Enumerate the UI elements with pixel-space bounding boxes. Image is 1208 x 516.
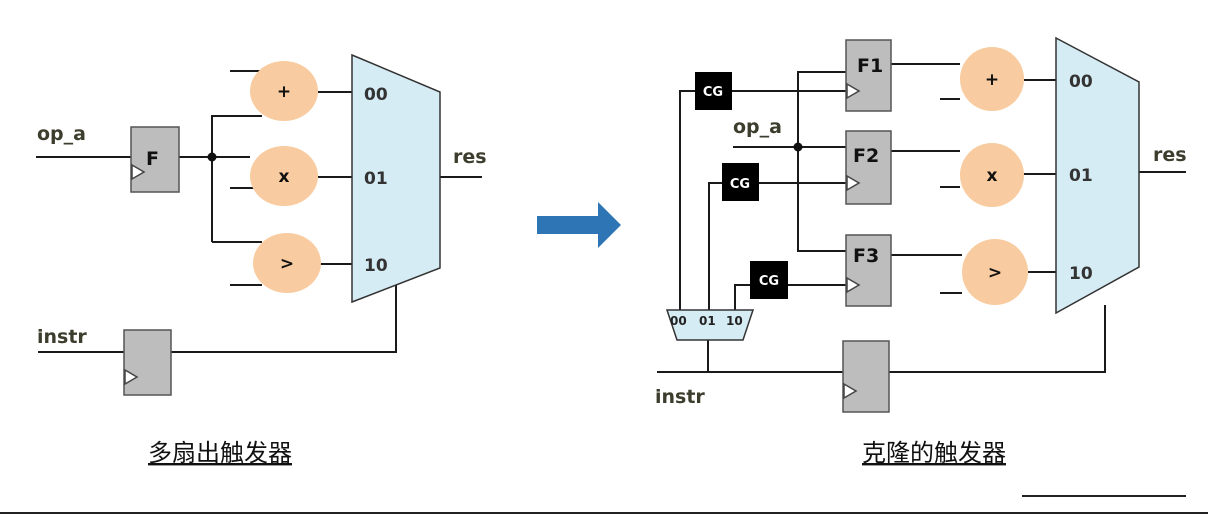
mux-input-00: 00 xyxy=(1069,72,1093,92)
mux-input-10: 10 xyxy=(1069,264,1093,284)
select-label-instr: instr xyxy=(655,386,705,408)
multiplier-operator: x xyxy=(960,143,1024,207)
comparator-operator: > xyxy=(253,233,321,293)
adder-operator: + xyxy=(960,47,1024,111)
right-circuit: CG CG CG F1 F2 F3 op_a + xyxy=(655,36,1187,467)
mux-input-10: 10 xyxy=(364,256,388,276)
operator-label-add: + xyxy=(985,70,999,90)
flipflop-f1: F1 xyxy=(845,39,892,112)
flipflop-f2: F2 xyxy=(845,130,892,205)
left-multiplexer: 00 01 10 xyxy=(351,53,441,304)
decoder-input-10: 10 xyxy=(726,314,743,328)
decoder-input-01: 01 xyxy=(699,314,716,328)
flipflop-f3: F3 xyxy=(845,234,892,307)
left-wires xyxy=(36,70,482,353)
decoder-input-00: 00 xyxy=(670,314,687,328)
operator-label-gt: > xyxy=(988,263,1002,283)
flipflop-instr xyxy=(123,329,172,396)
input-label-op-a: op_a xyxy=(733,116,782,138)
mux-input-00: 00 xyxy=(364,85,388,105)
right-caption: 克隆的触发器 xyxy=(862,439,1006,467)
adder-operator: + xyxy=(250,61,318,121)
clock-triangle-icon xyxy=(846,82,861,100)
flipflop-instr xyxy=(842,340,890,413)
clock-gate-1: CG xyxy=(695,72,732,110)
clock-gate-label: CG xyxy=(703,85,723,100)
output-label-res: res xyxy=(1153,144,1187,166)
clock-triangle-icon xyxy=(846,276,861,294)
mux-input-01: 01 xyxy=(364,169,388,189)
flipflop-label: F xyxy=(146,148,159,170)
right-wires xyxy=(657,63,1186,373)
transform-arrow-icon xyxy=(537,202,621,248)
operator-label-add: + xyxy=(277,82,291,102)
clock-triangle-icon xyxy=(843,382,858,400)
clock-gate-2: CG xyxy=(722,163,759,201)
operator-label-mul: x xyxy=(279,167,290,187)
flipflop-label: F1 xyxy=(857,55,883,77)
operator-label-mul: x xyxy=(987,166,998,186)
flipflop-f: F xyxy=(130,126,180,193)
fanout-junction-dot xyxy=(793,142,803,152)
clock-triangle-icon xyxy=(131,163,146,181)
right-multiplexer: 00 01 10 xyxy=(1055,36,1140,315)
input-label-op-a: op_a xyxy=(37,123,86,145)
left-caption: 多扇出触发器 xyxy=(148,439,292,467)
output-label-res: res xyxy=(453,146,487,168)
clock-triangle-icon xyxy=(124,368,139,386)
comparator-operator: > xyxy=(962,239,1028,305)
mux-input-01: 01 xyxy=(1069,166,1093,186)
clock-gate-3: CG xyxy=(750,261,788,299)
instr-decoder: 00 01 10 xyxy=(665,309,755,341)
flipflop-label: F2 xyxy=(853,145,879,167)
multiplier-operator: x xyxy=(250,146,318,206)
flipflop-label: F3 xyxy=(853,245,879,267)
operator-label-gt: > xyxy=(280,254,294,274)
clock-gate-label: CG xyxy=(759,274,779,289)
fanout-junction-dot xyxy=(207,152,217,162)
select-label-instr: instr xyxy=(37,326,87,348)
left-circuit: op_a F + x > 00 01 10 res instr xyxy=(36,53,487,467)
clock-triangle-icon xyxy=(846,174,861,192)
clock-gate-label: CG xyxy=(730,177,750,192)
